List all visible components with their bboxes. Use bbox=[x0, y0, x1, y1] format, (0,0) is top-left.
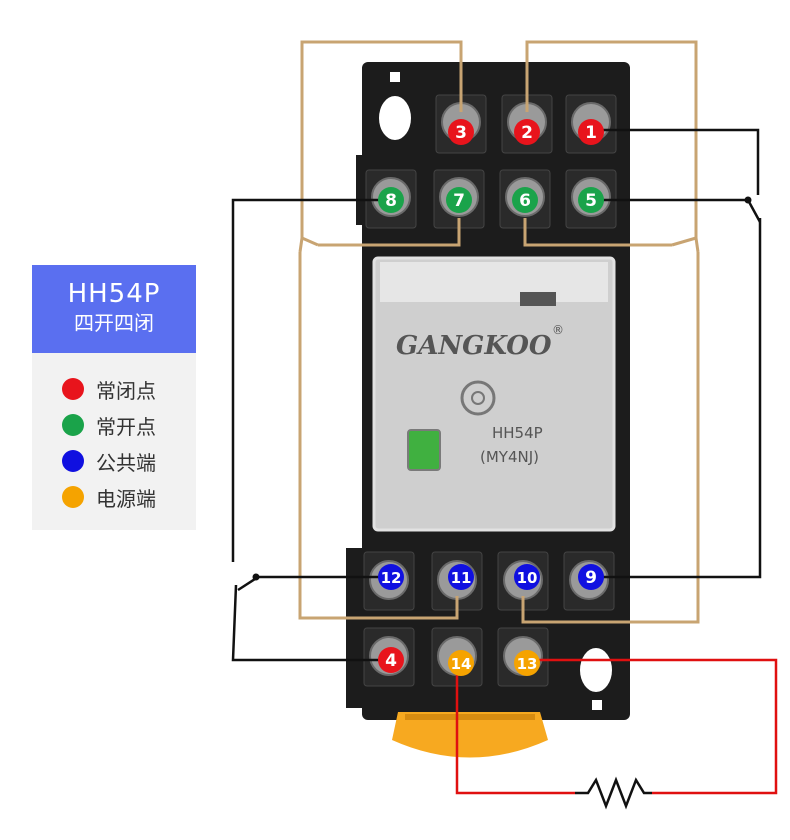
terminal-number-13: 13 bbox=[517, 655, 538, 673]
terminal-number-14: 14 bbox=[451, 655, 472, 673]
legend-item-no: 常开点 bbox=[62, 407, 196, 443]
terminal-number-5: 5 bbox=[585, 191, 597, 211]
legend-subtitle: 四开四闭 bbox=[74, 311, 154, 335]
terminal-8: 8 bbox=[378, 187, 404, 213]
terminal-number-9: 9 bbox=[585, 568, 597, 588]
legend-panel: HH54P 四开四闭 常闭点 常开点 公共端 电源端 bbox=[32, 265, 196, 530]
terminal-14: 14 bbox=[448, 650, 474, 676]
switch-node-right bbox=[744, 196, 752, 204]
socket-bottom-block bbox=[346, 548, 366, 708]
terminal-number-12: 12 bbox=[381, 569, 402, 587]
terminal-badge-13 bbox=[514, 650, 540, 676]
terminal-number-10: 10 bbox=[517, 569, 538, 587]
mounting-hole-top bbox=[379, 96, 411, 140]
legend-label-com: 公共端 bbox=[96, 450, 156, 475]
terminal-number-2: 2 bbox=[521, 123, 533, 143]
relay-brand: GANGKOO bbox=[396, 331, 552, 361]
terminal-11: 11 bbox=[448, 564, 474, 590]
relay-cover-top bbox=[380, 262, 608, 302]
terminal-badges: 3 2 1 8 7 6 5 12 11 10 9 4 14 13 bbox=[378, 119, 604, 676]
terminal-badge-4 bbox=[378, 647, 404, 673]
notch-top bbox=[390, 72, 400, 82]
terminal-2: 2 bbox=[514, 119, 540, 145]
switch-node-left bbox=[252, 573, 260, 581]
terminal-12: 12 bbox=[378, 564, 404, 590]
terminal-1: 1 bbox=[578, 119, 604, 145]
legend-item-nc: 常闭点 bbox=[62, 371, 196, 407]
relay-center-knob-inner bbox=[471, 391, 485, 405]
terminal-badge-12 bbox=[378, 564, 404, 590]
terminal-number-6: 6 bbox=[519, 191, 531, 211]
din-clip-slot bbox=[405, 714, 535, 720]
notch-bottom bbox=[592, 700, 602, 710]
indicator-window bbox=[407, 429, 441, 471]
test-button-slot bbox=[520, 292, 556, 306]
terminal-badge-7 bbox=[446, 187, 472, 213]
terminal-badge-1 bbox=[578, 119, 604, 145]
terminal-badge-5 bbox=[578, 187, 604, 213]
legend-dot-nc bbox=[62, 378, 84, 400]
terminal-10: 10 bbox=[514, 564, 540, 590]
legend-label-power: 电源端 bbox=[96, 486, 156, 511]
din-clip bbox=[392, 712, 548, 758]
legend-label-no: 常开点 bbox=[96, 414, 156, 439]
legend-dot-no bbox=[62, 414, 84, 436]
terminal-number-8: 8 bbox=[385, 191, 397, 211]
legend-item-com: 公共端 bbox=[62, 443, 196, 479]
legend-header: HH54P 四开四闭 bbox=[32, 265, 196, 353]
relay-model-code: (MY4NJ) bbox=[480, 448, 539, 466]
power-wiring bbox=[455, 658, 778, 795]
terminal-badge-10 bbox=[514, 564, 540, 590]
relay-registered-mark: ® bbox=[552, 323, 564, 337]
terminal-13: 13 bbox=[514, 650, 540, 676]
terminal-number-3: 3 bbox=[455, 123, 467, 143]
relay-center-knob bbox=[460, 380, 496, 416]
terminal-badge-9 bbox=[578, 564, 604, 590]
legend-label-nc: 常闭点 bbox=[96, 378, 156, 403]
terminal-6: 6 bbox=[512, 187, 538, 213]
terminal-badge-2 bbox=[514, 119, 540, 145]
terminal-badge-6 bbox=[512, 187, 538, 213]
terminal-number-4: 4 bbox=[385, 651, 397, 671]
terminal-9: 9 bbox=[578, 564, 604, 590]
terminal-5: 5 bbox=[578, 187, 604, 213]
terminal-badge-3 bbox=[448, 119, 474, 145]
legend-list: 常闭点 常开点 公共端 电源端 bbox=[32, 353, 196, 515]
terminal-number-7: 7 bbox=[453, 191, 465, 211]
terminal-4: 4 bbox=[378, 647, 404, 673]
terminal-badge-14 bbox=[448, 650, 474, 676]
terminal-badge-8 bbox=[378, 187, 404, 213]
terminal-3: 3 bbox=[448, 119, 474, 145]
legend-dot-power bbox=[62, 486, 84, 508]
legend-item-power: 电源端 bbox=[62, 479, 196, 515]
resistor-icon bbox=[575, 776, 652, 810]
legend-title: HH54P bbox=[67, 279, 161, 309]
terminal-number-11: 11 bbox=[451, 569, 472, 587]
relay-model: HH54P bbox=[492, 424, 543, 442]
terminal-number-1: 1 bbox=[585, 123, 597, 143]
legend-dot-com bbox=[62, 450, 84, 472]
terminal-7: 7 bbox=[446, 187, 472, 213]
mounting-hole-bottom bbox=[580, 648, 612, 692]
terminal-badge-11 bbox=[448, 564, 474, 590]
internal-wiring bbox=[298, 40, 700, 624]
